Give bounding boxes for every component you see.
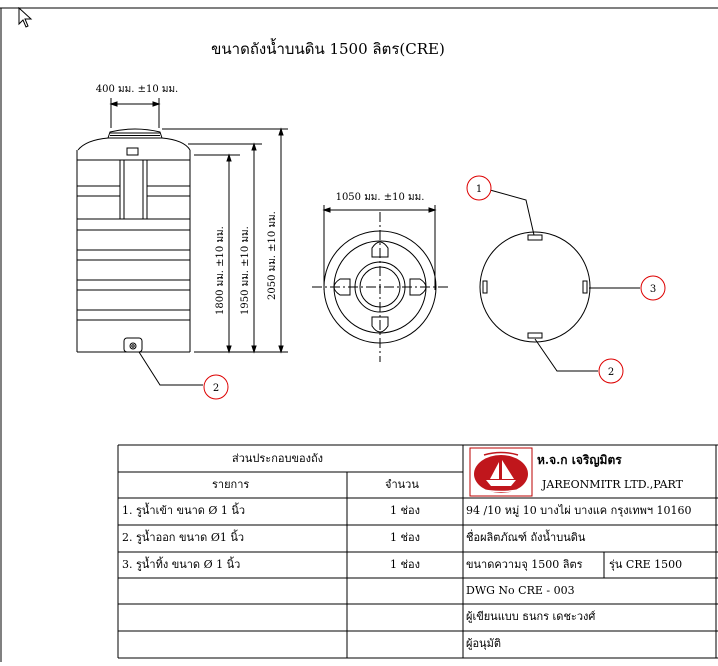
dimension-plan-width: 1050 มม. ±10 มม. xyxy=(336,192,425,203)
drawing-title: ขนาดถังน้ำบนดิน 1500 ลิตร(CRE) xyxy=(211,38,445,58)
table-row-item: 1. รูน้ำเข้า ขนาด Ø 1 นิ้ว xyxy=(122,504,246,517)
dimension-1950: 1950 มม. ±10 มม. xyxy=(240,226,251,315)
callout-number: 2 xyxy=(608,367,614,378)
dimension-2050: 2050 มม. ±10 มม. xyxy=(267,211,278,300)
tank-plan-view xyxy=(312,205,448,362)
tank-openings-view xyxy=(479,189,640,372)
callout-circle-2-side xyxy=(203,374,229,400)
table-row-qty: 1 ช่อง xyxy=(390,558,420,571)
table-row-item: 3. รูน้ำทิ้ง ขนาด Ø 1 นิ้ว xyxy=(122,558,241,571)
callout-number: 1 xyxy=(476,184,482,195)
callout-circle-2-plan xyxy=(598,358,624,384)
callout-number: 3 xyxy=(650,284,656,295)
approved-by: ผู้อนุมัติ xyxy=(466,637,501,650)
parts-table-heading: ส่วนประกอบของถัง xyxy=(232,452,323,465)
callout-circle-3 xyxy=(640,275,666,301)
mouse-cursor-icon xyxy=(18,7,33,28)
company-name-thai: ห.จ.ก เจริญมิตร xyxy=(537,453,622,467)
callout-circle-1 xyxy=(466,175,492,201)
product-name: ชื่อผลิตภัณฑ์ ถังน้ำบนดิน xyxy=(466,531,586,544)
column-header-qty: จำนวน xyxy=(385,478,419,491)
column-header-item: รายการ xyxy=(212,478,250,491)
drawn-by: ผู้เขียนแบบ ธนกร เดชะวงศ์ xyxy=(466,610,596,623)
dimension-1800: 1800 มม. ±10 มม. xyxy=(215,226,226,315)
company-address: 94 /10 หมู่ 10 บางไผ่ บางแค กรุงเทพฯ 101… xyxy=(466,504,692,517)
model: รุ่น CRE 1500 xyxy=(609,558,683,571)
company-logo xyxy=(469,447,533,497)
table-row-qty: 1 ช่อง xyxy=(390,531,420,544)
table-row-item: 2. รูน้ำออก ขนาด Ø1 นิ้ว xyxy=(122,531,245,544)
callout-leader-side xyxy=(138,351,203,386)
capacity: ขนาดความจุ 1500 ลิตร xyxy=(466,558,583,571)
tank-side-view xyxy=(76,98,191,353)
table-row-qty: 1 ช่อง xyxy=(390,504,420,517)
company-name-english: JAREONMITR LTD.,PART xyxy=(542,478,683,491)
table-grid xyxy=(117,444,718,659)
height-dimensions xyxy=(162,127,288,354)
drawing-number: DWG No CRE - 003 xyxy=(466,584,575,597)
dimension-top-width: 400 มม. ±10 มม. xyxy=(96,84,178,95)
callout-number: 2 xyxy=(213,383,219,394)
